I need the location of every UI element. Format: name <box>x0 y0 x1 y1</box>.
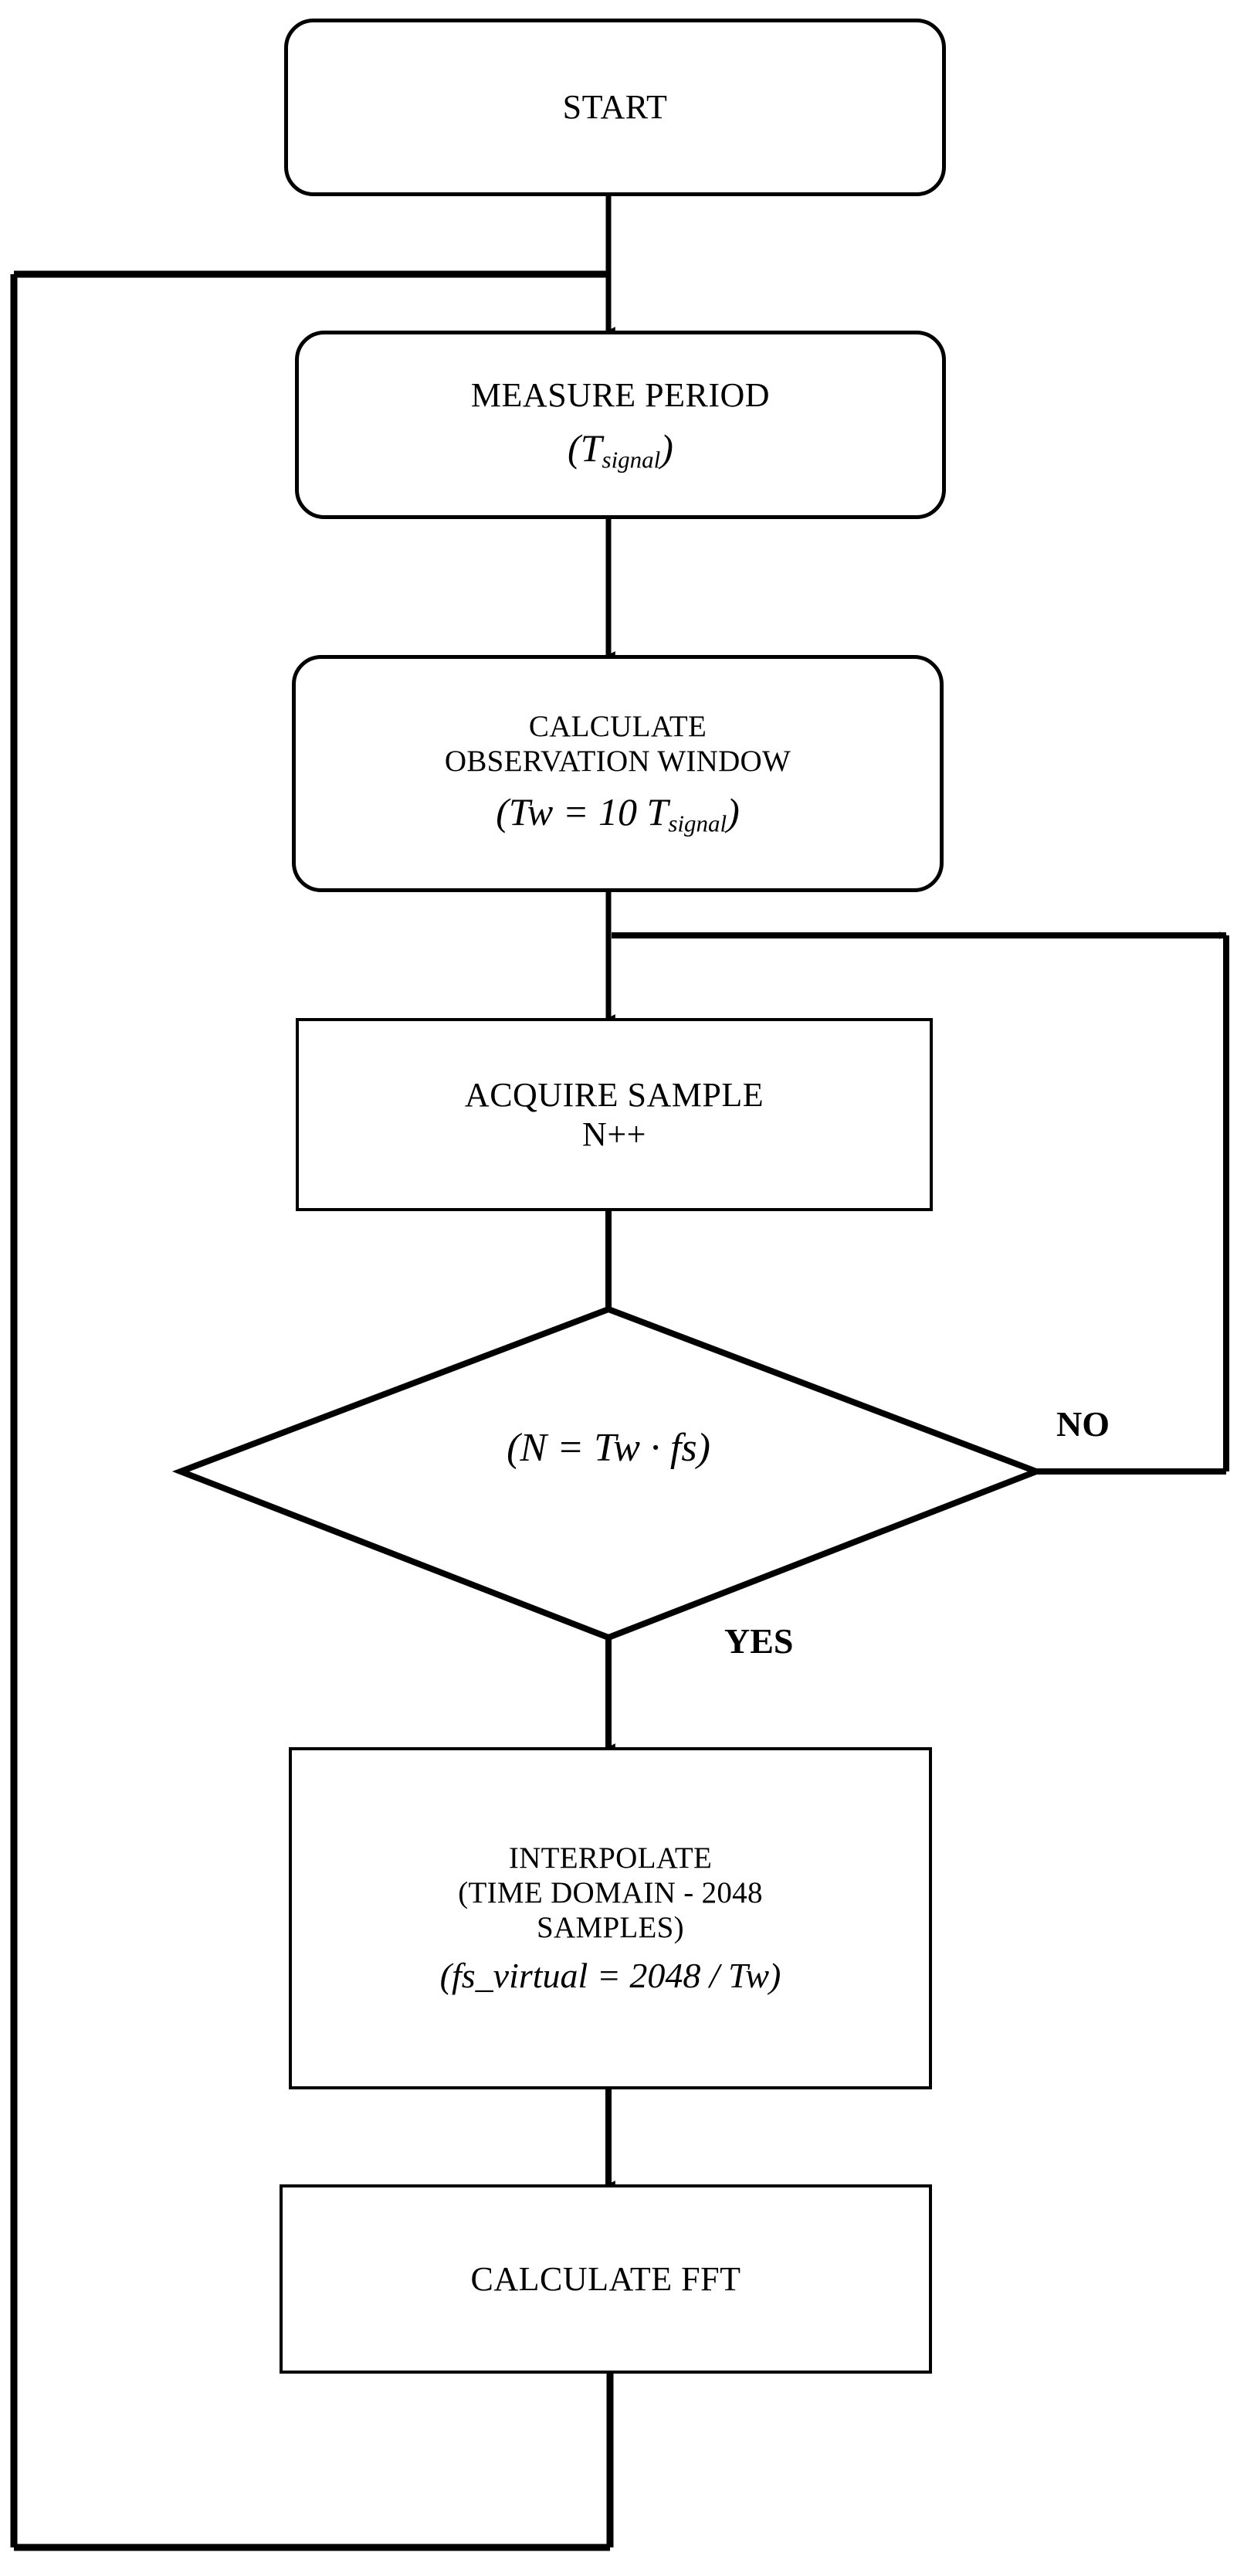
formula-close-paren: ) <box>727 790 740 834</box>
formula-close-paren: ) <box>660 426 673 470</box>
node-calculate-window-formula: (Tw = 10 Tsignal) <box>296 789 940 838</box>
node-decision-condition: (N = Tw · fs) <box>507 1426 710 1470</box>
node-calculate-fft-label: CALCULATE FFT <box>470 2259 741 2298</box>
node-calculate-window-label-line1: CALCULATE <box>528 709 707 743</box>
node-start[interactable]: START <box>284 19 946 196</box>
node-calculate-window-label-line2: OBSERVATION WINDOW <box>444 745 791 779</box>
formula-variable: T <box>580 426 602 470</box>
node-acquire-sample[interactable]: ACQUIRE SAMPLE N++ <box>296 1018 933 1211</box>
formula-open-paren: ( <box>568 426 581 470</box>
edge-label-yes: YES <box>724 1621 794 1661</box>
node-interpolate-label-line1: INTERPOLATE <box>508 1841 713 1875</box>
node-measure-period-label: MEASURE PERIOD <box>470 376 771 415</box>
node-interpolate-label-line2: (TIME DOMAIN - 2048 <box>458 1876 763 1910</box>
node-measure-period-formula: (Tsignal) <box>299 426 942 474</box>
node-acquire-sample-counter: N++ <box>582 1115 646 1153</box>
formula-subscript: signal <box>602 446 661 473</box>
node-measure-period[interactable]: MEASURE PERIOD (Tsignal) <box>295 331 946 519</box>
formula-subscript: signal <box>668 810 727 838</box>
node-interpolate-formula: (fs_virtual = 2048 / Tw) <box>439 1955 781 1995</box>
node-start-label: START <box>562 88 668 127</box>
formula-variable: T <box>646 790 669 834</box>
node-interpolate-label-line3: SAMPLES) <box>537 1911 684 1945</box>
formula-prefix: (Tw = 10 <box>496 790 647 834</box>
decision-diamond-shape <box>171 1305 1046 1641</box>
node-calculate-fft[interactable]: CALCULATE FFT <box>280 2184 932 2374</box>
node-acquire-sample-label: ACQUIRE SAMPLE <box>464 1075 764 1114</box>
node-interpolate[interactable]: INTERPOLATE (TIME DOMAIN - 2048 SAMPLES)… <box>289 1747 932 2089</box>
edge-label-no: NO <box>1056 1404 1110 1444</box>
node-calculate-observation-window[interactable]: CALCULATE OBSERVATION WINDOW (Tw = 10 Ts… <box>292 655 944 892</box>
